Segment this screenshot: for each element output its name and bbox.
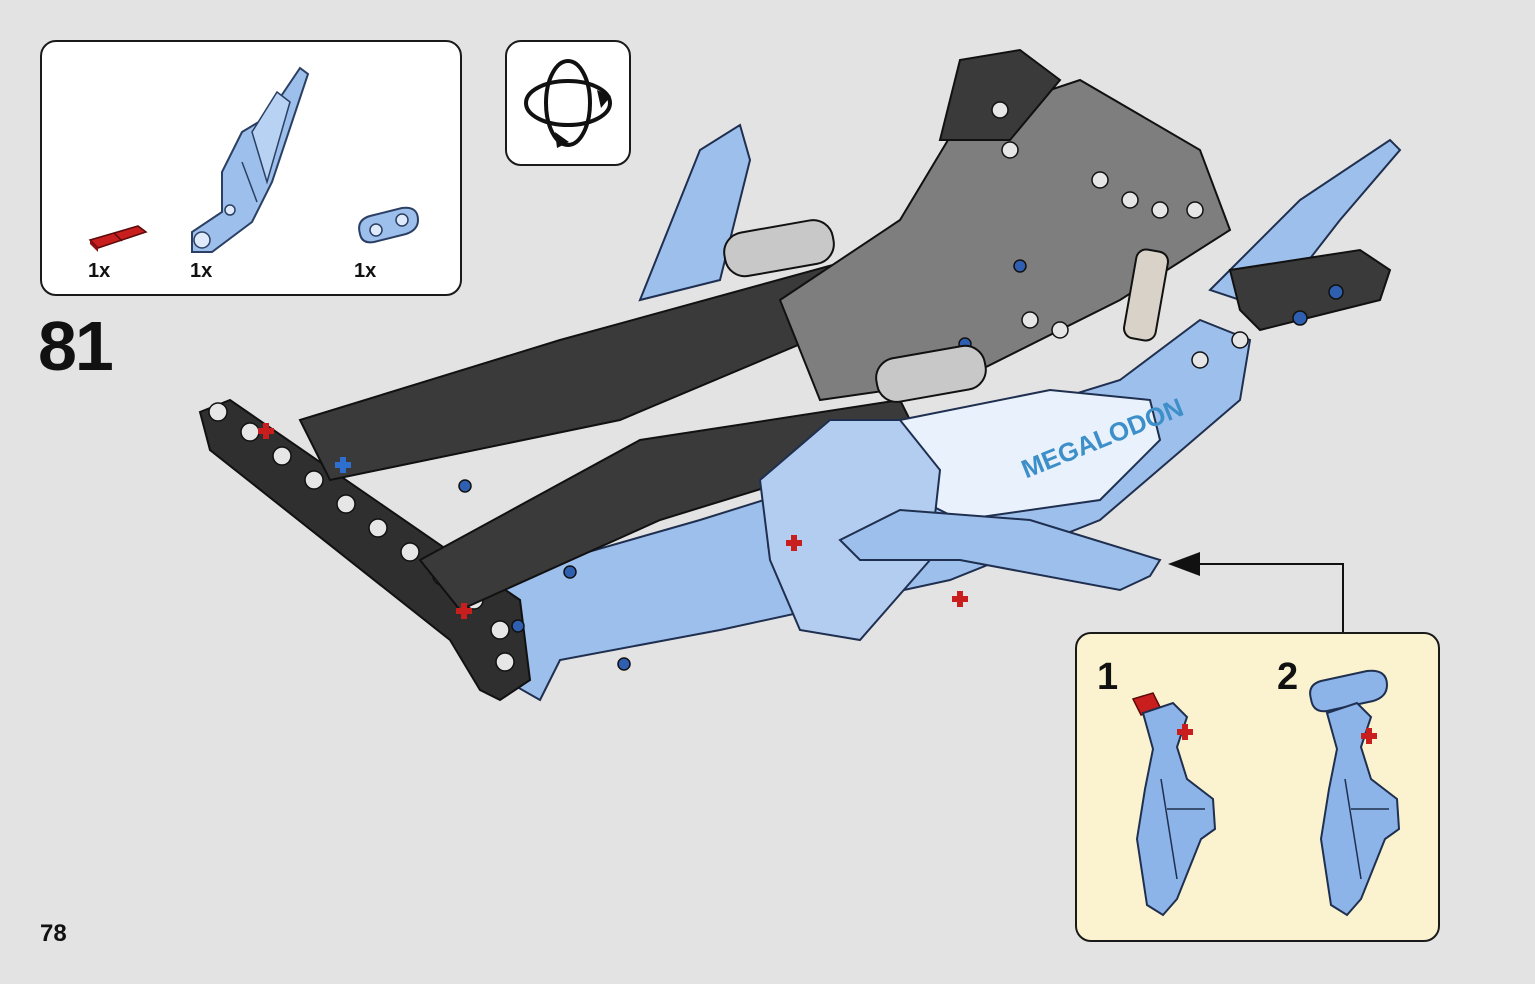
page-number: 78 — [40, 920, 67, 947]
grey-body-top — [938, 48, 1062, 141]
frame-beam-right — [1228, 248, 1392, 332]
part-quantity-3: 1x — [354, 260, 377, 282]
sub-step-2-illustration — [1309, 669, 1401, 917]
light-blue-beam-2-part — [358, 206, 420, 244]
sub-step-1-number: 1 — [1097, 656, 1119, 698]
light-blue-panel-wing-part — [191, 66, 310, 253]
rotate-model-box — [505, 40, 631, 166]
part-quantity-2: 1x — [190, 260, 213, 282]
step-number: 81 — [38, 307, 114, 385]
sub-step-2-number: 2 — [1277, 656, 1299, 698]
grey-cylinder-1 — [723, 219, 835, 278]
grey-cylinder-2 — [875, 344, 987, 403]
shock-absorber — [1123, 248, 1169, 342]
red-axle-pin-part — [88, 225, 148, 252]
sub-step-1-illustration — [1131, 692, 1217, 917]
rotate-model-icon — [524, 59, 612, 148]
parts-list-box: 1x 1x 1x — [40, 40, 462, 296]
part-quantity-1: 1x — [88, 260, 111, 282]
rear-fin — [638, 123, 752, 302]
sub-assembly-callout: 1 2 — [1075, 632, 1440, 942]
model-illustration: MEGALODON — [198, 48, 1402, 702]
attached-wing-part — [838, 508, 1162, 592]
